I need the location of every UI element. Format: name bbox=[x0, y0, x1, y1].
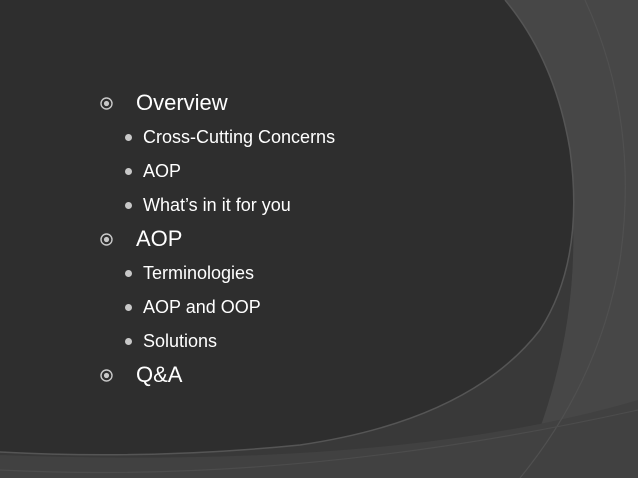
sub-bullet-text: Solutions bbox=[143, 330, 218, 351]
ring-dot-bullet-icon bbox=[100, 232, 113, 246]
bullet-item-aop: AOP bbox=[100, 222, 600, 256]
sub-bullet-item: AOP and OOP bbox=[100, 290, 600, 324]
sub-bullet-text: What’s in it for you bbox=[143, 194, 291, 215]
bullet-item-qa: Q&A bbox=[100, 358, 600, 392]
dot-bullet-icon bbox=[125, 133, 132, 141]
sub-bullet-item: Terminologies bbox=[100, 256, 600, 290]
sub-bullet-item: Solutions bbox=[100, 324, 600, 358]
bullet-text: AOP bbox=[136, 226, 183, 251]
dot-bullet-icon bbox=[125, 269, 132, 277]
sub-bullet-text: Terminologies bbox=[143, 262, 255, 283]
bullet-text: Overview bbox=[136, 90, 228, 115]
sub-bullet-text: Cross-Cutting Concerns bbox=[143, 126, 336, 147]
sub-bullet-item: What’s in it for you bbox=[100, 188, 600, 222]
sub-bullet-text: AOP bbox=[143, 160, 182, 181]
bullet-text: Q&A bbox=[136, 362, 183, 387]
dot-bullet-icon bbox=[125, 303, 132, 311]
dot-bullet-icon bbox=[125, 201, 132, 209]
ring-dot-bullet-icon bbox=[100, 368, 113, 382]
ring-dot-bullet-icon bbox=[100, 96, 113, 110]
sub-bullet-item: AOP bbox=[100, 154, 600, 188]
outline-list: Overview Cross-Cutting Concerns AOP What… bbox=[100, 86, 600, 392]
dot-bullet-icon bbox=[125, 167, 132, 175]
sub-bullet-text: AOP and OOP bbox=[143, 296, 261, 317]
dot-bullet-icon bbox=[125, 337, 132, 345]
bullet-item-overview: Overview bbox=[100, 86, 600, 120]
sub-bullet-item: Cross-Cutting Concerns bbox=[100, 120, 600, 154]
